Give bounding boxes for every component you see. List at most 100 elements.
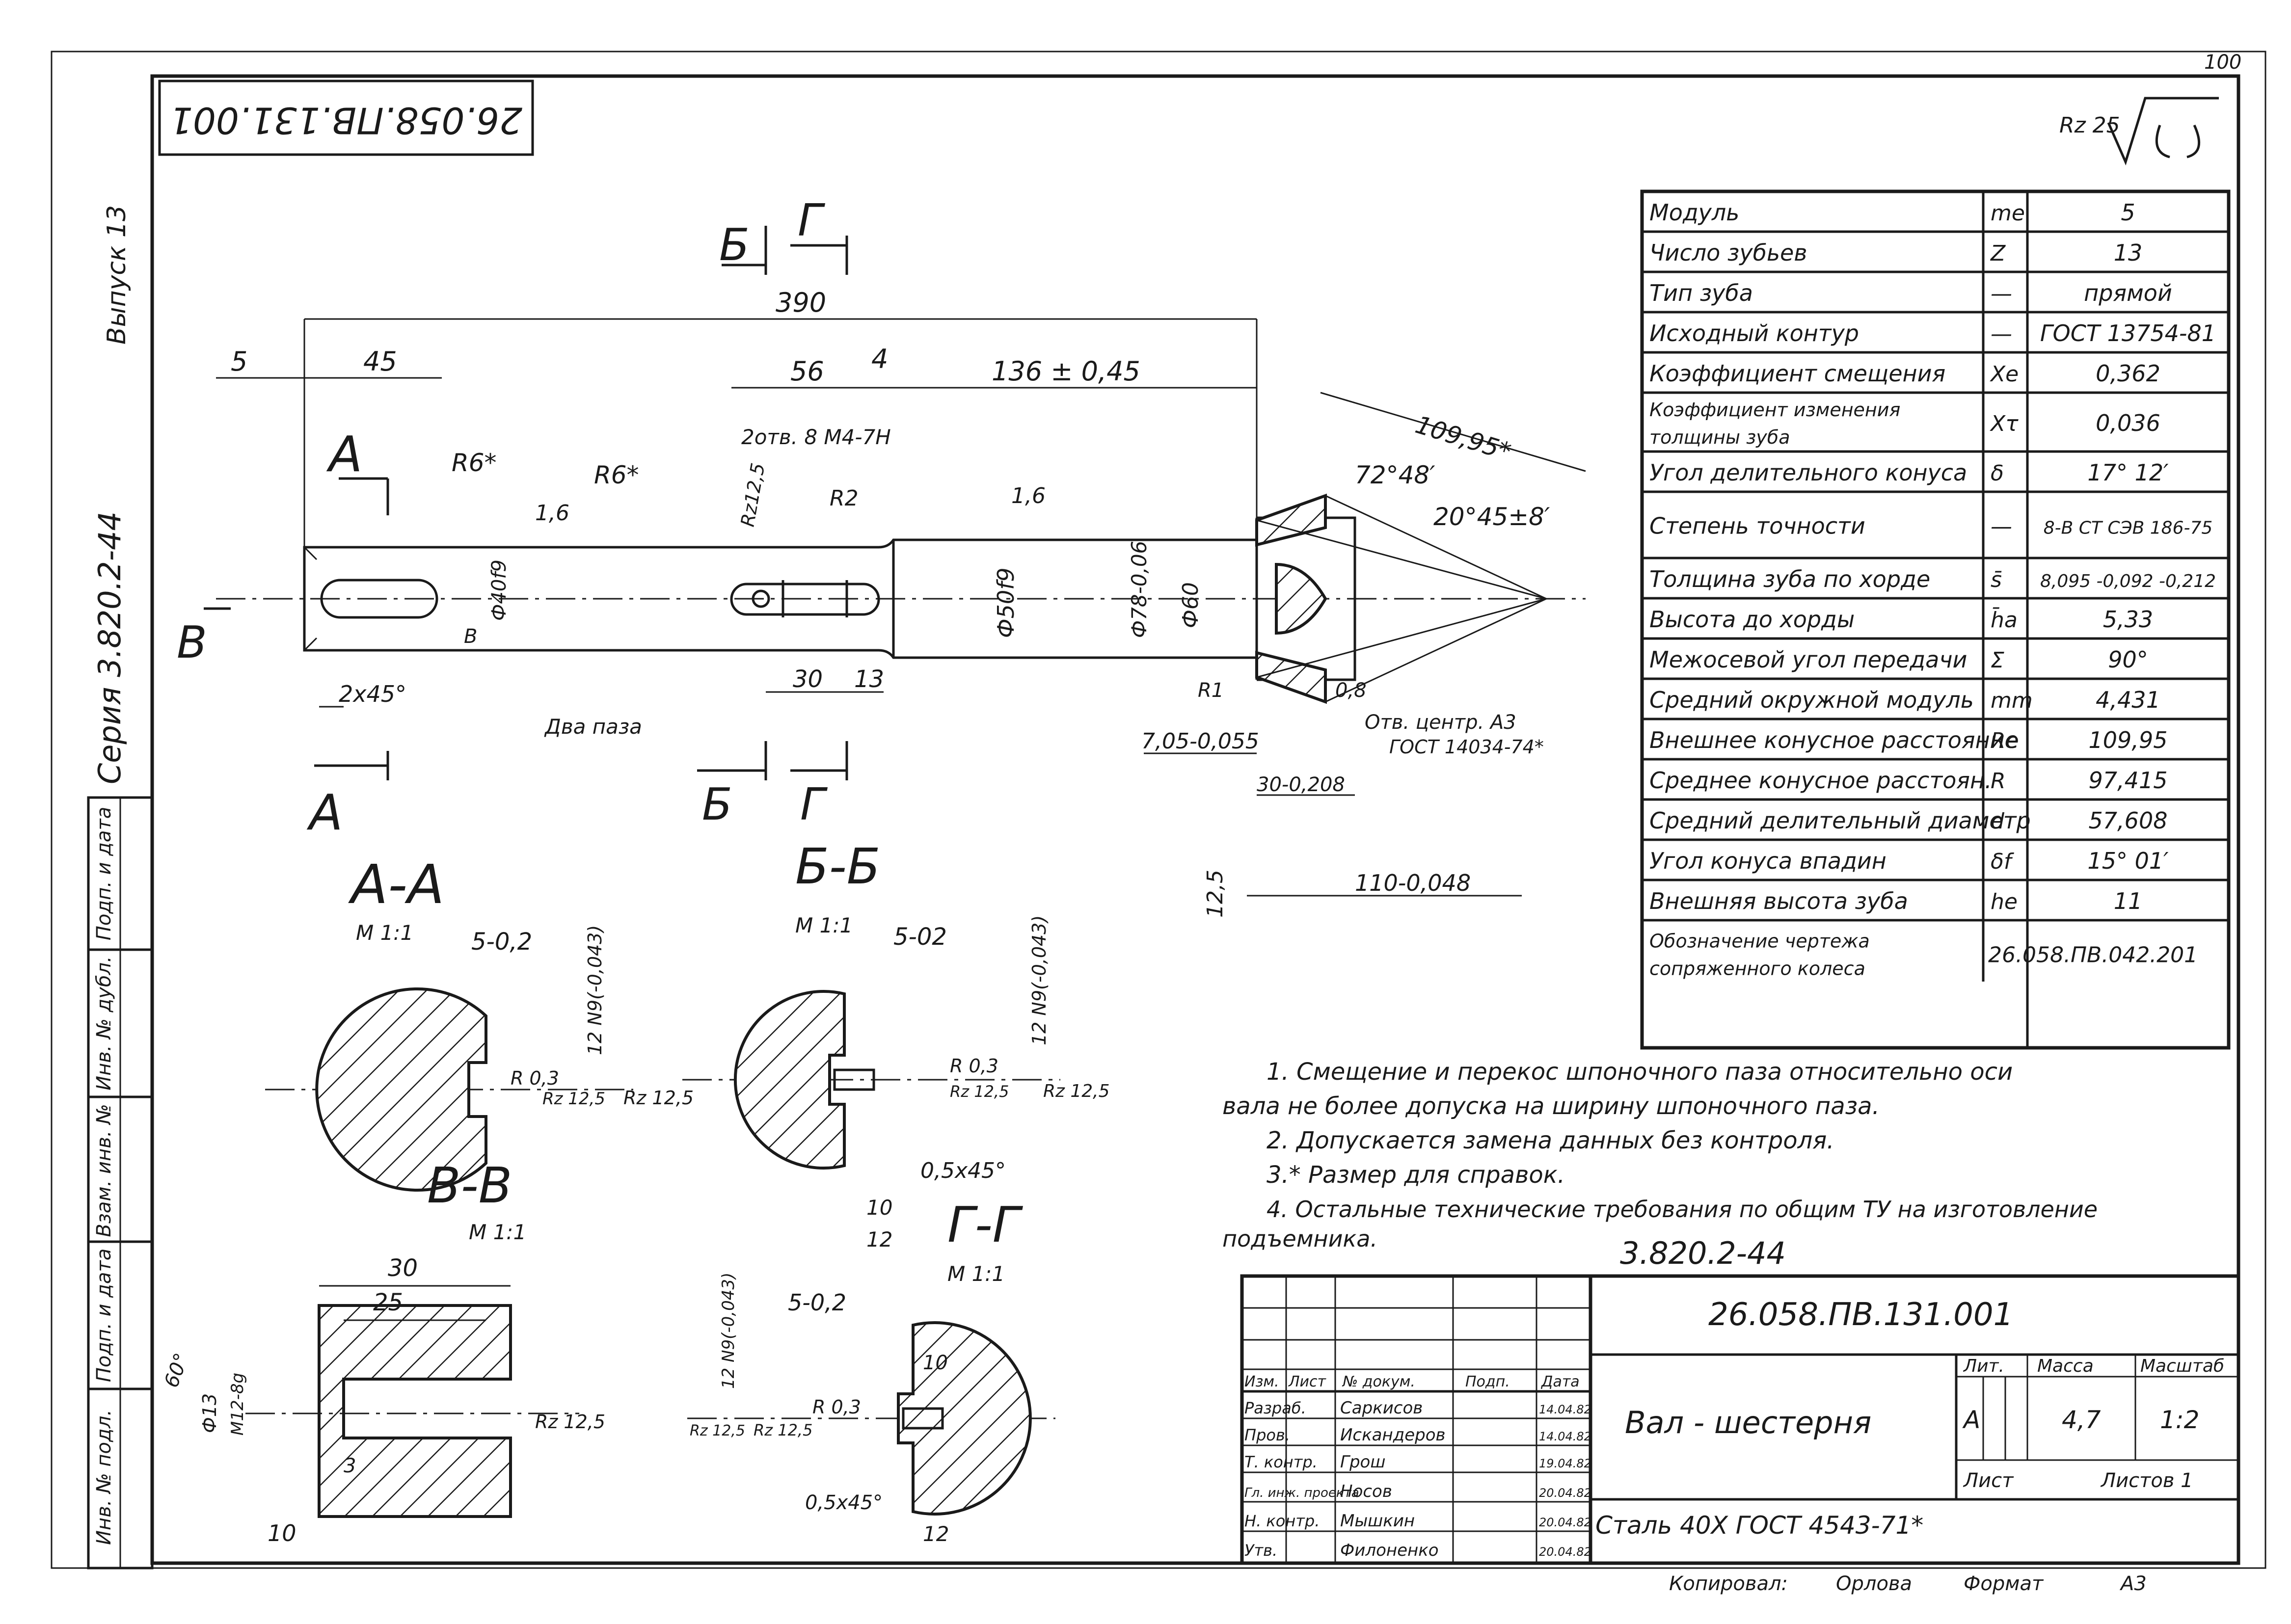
param-row: Степень точности—8-В СТ СЭВ 186-75 — [1642, 513, 2229, 559]
gg-rz1: Rz 12,5 — [754, 1421, 812, 1439]
param-value: 17° 12′ — [2087, 459, 2169, 486]
tb-head-izm: Изм. — [1244, 1373, 1279, 1390]
mark-g-bottom: Г — [800, 779, 828, 830]
strip-cell-1: Подп. и дата — [93, 807, 115, 940]
tb-part-name: Вал - шестерня — [1625, 1405, 1871, 1440]
tb-scale-label: Масштаб — [2140, 1356, 2224, 1376]
dim-holes: 2отв. 8 M4-7H — [741, 425, 891, 449]
gg-chamfer: 0,5x45° — [805, 1491, 883, 1514]
gg-depth: 12 N9(-0,043) — [719, 1273, 738, 1389]
top-stamp-text: 26.058.ПВ.131.001 — [170, 99, 522, 141]
dim-13: 13 — [854, 666, 884, 693]
param-value: 90° — [2108, 646, 2148, 673]
aa-depth: 12 N9(-0,043) — [584, 925, 606, 1055]
series-label: Серия 3.820.2-44 — [92, 511, 128, 784]
bb-chamfer: 0,5x45° — [920, 1158, 1006, 1183]
gg-radius: R 0,3 — [812, 1396, 861, 1418]
dim-total: 390 — [776, 287, 826, 318]
dim-r6b: R6* — [594, 461, 639, 489]
vv-d3: 3 — [344, 1455, 356, 1477]
roughness-circle-icon — [2155, 124, 2201, 159]
mark-b-bottom: Б — [702, 779, 732, 830]
param-symbol: Xe — [1990, 362, 2019, 387]
dim-rz125: Rz12,5 — [737, 461, 769, 529]
tb-person: Мышкин — [1340, 1511, 1415, 1531]
param-name: Толщина зуба по хорде — [1649, 566, 1930, 592]
vv-d25: 25 — [373, 1289, 403, 1316]
dim-30b: 30-0,208 — [1257, 773, 1345, 796]
vv-angle: 60° — [160, 1350, 193, 1390]
gg-d10: 10 — [923, 1352, 948, 1374]
tb-person: Саркисов — [1340, 1398, 1423, 1418]
strip-cell-3: Взам. инв. № — [93, 1104, 115, 1237]
bb-d12: 12 — [866, 1227, 892, 1251]
param-value: 0,362 — [2096, 360, 2160, 387]
tb-role: Утв. — [1244, 1541, 1277, 1560]
left-signature-strip — [87, 796, 154, 1570]
param-name: Межосевой угол передачи — [1649, 646, 1967, 673]
tb-role: Пров. — [1244, 1426, 1290, 1444]
dim-finish-2: 1,6 — [1011, 483, 1046, 508]
param-symbol: — — [1991, 321, 2012, 346]
tb-person: Грош — [1340, 1452, 1385, 1472]
param-symbol: mm — [1991, 688, 2033, 713]
tb-designation: 26.058.ПВ.131.001 — [1708, 1297, 2013, 1333]
label-center-hole: Отв. центр. А3 — [1365, 711, 1516, 734]
vv-d30: 30 — [388, 1254, 418, 1282]
dim-30: 30 — [793, 666, 823, 693]
section-bb — [682, 990, 1060, 1170]
param-name: Модуль — [1649, 199, 1739, 226]
param-value: 8-В СТ СЭВ 186-75 — [2044, 518, 2213, 538]
note-1b: вала не более допуска на ширину шпоночно… — [1222, 1092, 1880, 1120]
top-stamp-box — [158, 80, 534, 156]
dim-08: 0,8 — [1335, 679, 1367, 702]
dim-125: 12,5 — [1203, 870, 1228, 918]
tb-role: Т. контр. — [1244, 1453, 1318, 1471]
param-value: 4,431 — [2096, 687, 2160, 713]
vv-rz: Rz 12,5 — [535, 1411, 605, 1433]
dim-angle-72: 72°48′ — [1355, 461, 1435, 489]
mark-a-bottom: А — [306, 784, 343, 841]
dim-chamfer: 2x45° — [339, 681, 406, 707]
vv-scale: М 1:1 — [469, 1220, 526, 1244]
tb-lit: А — [1962, 1406, 1980, 1434]
param-value: 109,95 — [2089, 727, 2168, 753]
param-name: Среднее конусное расстоян. — [1649, 767, 1992, 794]
dim-r2: R2 — [830, 486, 859, 511]
tb-head-date: Дата — [1540, 1373, 1580, 1390]
dim-phi60: Ф60 — [1178, 582, 1203, 628]
footer-copied: Копировал: — [1669, 1572, 1788, 1595]
tb-mass-label: Масса — [2037, 1356, 2094, 1376]
issue-label: Выпуск 13 — [102, 205, 132, 345]
param-value: 13 — [2114, 240, 2143, 266]
bb-depth: 12 N9(-0,043) — [1028, 915, 1050, 1045]
bb-rz1: Rz 12,5 — [950, 1082, 1009, 1101]
tb-material: Сталь 40Х ГОСТ 4543-71* — [1595, 1511, 1923, 1540]
label-center-gost: ГОСТ 14034-74* — [1389, 736, 1544, 758]
dim-r6a: R6* — [452, 449, 497, 477]
param-symbol: h̄a — [1991, 607, 2018, 633]
tb-head-list: Лист — [1288, 1373, 1327, 1390]
section-aa — [265, 987, 633, 1192]
tb-role: Гл. инж. проекта — [1244, 1486, 1359, 1500]
param-name: Степень точности — [1649, 513, 1865, 539]
mark-v-left: В — [177, 617, 207, 668]
section-gg — [687, 1321, 1055, 1516]
param-value: 5,33 — [2103, 606, 2153, 633]
bb-radius: R 0,3 — [950, 1055, 998, 1077]
param-symbol: Z — [1990, 241, 2006, 266]
tb-lit-label: Лит. — [1963, 1356, 2004, 1376]
param-symbol: s̄ — [1991, 567, 2002, 592]
strip-cell-2: Инв. № дубл. — [93, 956, 115, 1091]
param-value: 97,415 — [2089, 767, 2168, 794]
